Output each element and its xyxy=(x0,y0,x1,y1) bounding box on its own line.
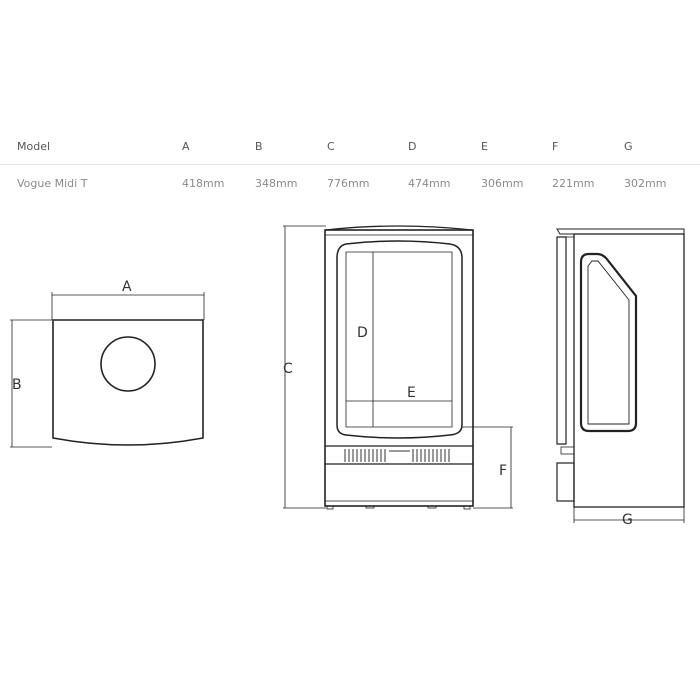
table-row: Vogue Midi T 418mm 348mm 776mm 474mm 306… xyxy=(0,165,700,199)
header-d: D xyxy=(408,140,417,153)
label-b: B xyxy=(12,377,22,393)
cell-f: 221mm xyxy=(552,177,595,190)
header-g: G xyxy=(624,140,633,153)
label-e: E xyxy=(407,385,416,401)
label-d: D xyxy=(357,325,368,341)
header-e: E xyxy=(481,140,488,153)
cell-b: 348mm xyxy=(255,177,298,190)
cell-g: 302mm xyxy=(624,177,667,190)
cell-c: 776mm xyxy=(327,177,370,190)
front-view-drawing xyxy=(283,225,513,510)
label-g: G xyxy=(622,512,633,528)
cell-e: 306mm xyxy=(481,177,524,190)
header-model: Model xyxy=(17,140,51,153)
header-b: B xyxy=(255,140,263,153)
dimensions-table: Model A B C D E F G Vogue Midi T 418mm 3… xyxy=(0,130,700,199)
label-f: F xyxy=(499,463,507,479)
header-f: F xyxy=(552,140,559,153)
cell-a: 418mm xyxy=(182,177,225,190)
cell-d: 474mm xyxy=(408,177,451,190)
label-a: A xyxy=(122,279,132,295)
cell-model: Vogue Midi T xyxy=(17,177,88,190)
side-view-drawing xyxy=(556,228,685,523)
top-view-drawing xyxy=(10,292,205,448)
label-c: C xyxy=(283,361,293,377)
header-c: C xyxy=(327,140,335,153)
header-a: A xyxy=(182,140,190,153)
table-header-row: Model A B C D E F G xyxy=(0,130,700,165)
